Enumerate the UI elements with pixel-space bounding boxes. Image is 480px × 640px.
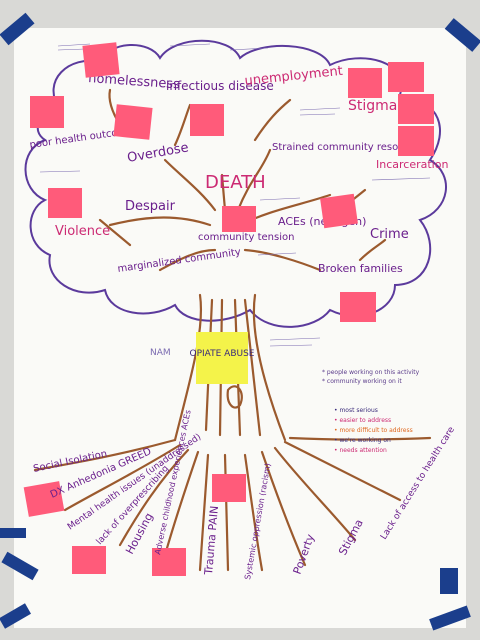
label-crime: Crime bbox=[370, 227, 409, 242]
tree-canopy-outline bbox=[24, 39, 447, 328]
tape-bottom-left bbox=[1, 551, 39, 581]
nam-note: NAM bbox=[150, 348, 171, 358]
poster-paper bbox=[14, 28, 466, 628]
tree-trunk bbox=[33, 88, 432, 572]
legend-bottom-3: • more difficult to address bbox=[334, 427, 413, 434]
legend-bottom-2: • easier to address bbox=[334, 417, 391, 424]
legend-bottom-5: • needs attention bbox=[334, 447, 387, 454]
sticky-notes-pink bbox=[23, 42, 434, 576]
handwritten-mini-notes bbox=[39, 43, 431, 347]
tape-mid-left bbox=[0, 528, 26, 538]
label-community-tension: community tension bbox=[198, 232, 294, 243]
tape-bottom-left2 bbox=[0, 603, 31, 629]
label-incarceration: Incarceration bbox=[376, 158, 448, 171]
root-trauma-pain: Trauma PAIN bbox=[202, 505, 221, 576]
label-homelessness: homelessness bbox=[88, 71, 181, 92]
label-death: DEATH bbox=[205, 172, 266, 193]
legend-top-2: * community working on it bbox=[322, 378, 402, 385]
legend-bottom-1: • most serious bbox=[334, 407, 378, 414]
legend-bottom-4: • we're working on bbox=[334, 437, 391, 444]
tape-bottom-right bbox=[440, 568, 458, 594]
trunk-label: OPIATE ABUSE bbox=[190, 349, 255, 359]
label-violence: Violence bbox=[55, 224, 110, 239]
legend-top-1: * people working on this activity bbox=[322, 369, 420, 376]
label-broken-families: Broken families bbox=[318, 262, 403, 275]
label-despair: Despair bbox=[125, 199, 176, 214]
label-strained-resources: Strained community resources bbox=[272, 142, 425, 153]
tape-bottom-right2 bbox=[429, 605, 471, 631]
tape-top-right bbox=[444, 18, 480, 52]
sticky-note-yellow bbox=[196, 332, 248, 384]
label-stigma: Stigma bbox=[348, 98, 397, 114]
label-infectious-disease: infectious disease bbox=[166, 79, 274, 93]
tape-top-left bbox=[0, 12, 35, 46]
